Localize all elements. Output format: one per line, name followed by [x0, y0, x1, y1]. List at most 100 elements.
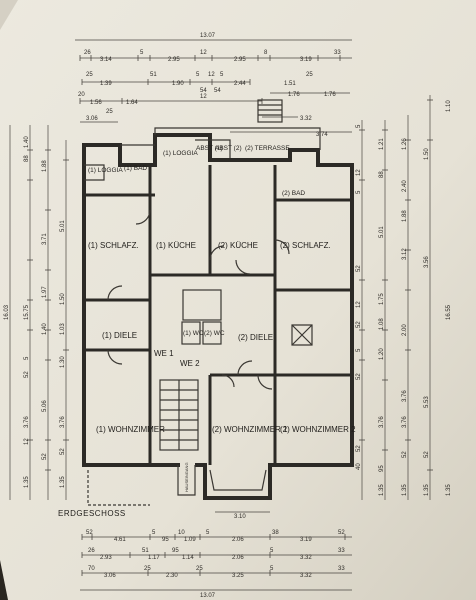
- room-label-wohnzimmer-2b: (2) WOHNZIMMER 2: [280, 425, 356, 434]
- top-dimension-text: 13.07 26 3.14 5 2.95 12 2.95 8 3.19 33 2…: [78, 33, 341, 138]
- top-row1-dim: 5: [140, 50, 144, 56]
- right-b-dim: 88: [379, 171, 385, 178]
- left-dimension-text: 16.03 1.40 88 1.88 5.01 3.71 1.97 1.50 1…: [4, 136, 66, 488]
- left-b-dim: 3.71: [42, 233, 48, 245]
- top-row4-dim: 3.06: [86, 116, 98, 122]
- top-total-dim: 13.07: [200, 33, 216, 39]
- bottom-dimension-lines: [80, 511, 352, 591]
- bottom-row1-dim: 1.09: [184, 537, 196, 543]
- room-label-bad-1: (1) BAD: [124, 165, 147, 172]
- top-row1-dim: 3.19: [300, 57, 312, 63]
- left-c-dim: 5: [24, 356, 30, 360]
- right-a-dim: 5: [356, 190, 362, 194]
- room-label-wohnzimmer-2a: (2) WOHNZIMMER 1: [212, 425, 288, 434]
- top-row2-dim: 51: [150, 72, 157, 78]
- left-b-dim: 5.01: [60, 220, 66, 232]
- bottom-row2-dim: 95: [172, 548, 179, 554]
- room-label-abst-1: ABST (1): [196, 145, 223, 152]
- bottom-row1-dim: 95: [162, 537, 169, 543]
- building-walls: [82, 99, 354, 506]
- right-a-dim: 52: [424, 451, 430, 458]
- paper-shadow: [0, 0, 18, 30]
- top-row2-dim: 5: [196, 72, 200, 78]
- left-a-dim: 16.03: [4, 304, 10, 320]
- room-label-schlafz-2: (2) SCHLAFZ.: [280, 241, 331, 250]
- top-row2-dim: 25: [306, 72, 313, 78]
- left-b-dim: 52: [60, 448, 66, 455]
- left-c-dim: 3.76: [24, 416, 30, 428]
- left-b-dim: 1.35: [60, 476, 66, 488]
- room-label-wc-1: (1) WC: [183, 330, 204, 337]
- bottom-row3-dim: 70: [88, 566, 95, 572]
- right-c-dim: 3.56: [424, 256, 430, 268]
- right-b-dim: 1.35: [379, 484, 385, 496]
- bottom-row1-dim: 5: [206, 530, 210, 536]
- top-row2-dim: 12: [208, 72, 215, 78]
- top-row3-dim: 1.76: [324, 92, 336, 98]
- right-c-dim: 1.88: [402, 210, 408, 222]
- top-row1-dim: 33: [334, 50, 341, 56]
- bottom-row1-dim: 4.61: [114, 537, 126, 543]
- room-labels: (1) LOGGIA (1) BAD (1) LOGGIA ABST (1) A…: [88, 145, 356, 434]
- right-a-dim: 5: [356, 124, 362, 128]
- bottom-row2-dim: 2.93: [100, 555, 112, 561]
- left-c-dim: 5.06: [42, 400, 48, 412]
- entrance-label: HAUSEINGANG: [184, 462, 189, 492]
- right-b-dim: 95: [379, 465, 385, 472]
- room-label-kueche-1: (1) KÜCHE: [156, 241, 196, 250]
- top-row1-dim: 12: [200, 50, 207, 56]
- bottom-row3-dim: 25: [196, 566, 203, 572]
- bottom-row3-dim: 5: [270, 566, 274, 572]
- left-c-dim: 12: [24, 438, 30, 445]
- room-label-wc-2: (2) WC: [204, 330, 225, 337]
- top-row4-dim: 25: [106, 109, 113, 115]
- right-a-dim: 52: [356, 445, 362, 452]
- bottom-row1-dim: 38: [272, 530, 279, 536]
- bottom-row2-dim: 51: [142, 548, 149, 554]
- top-row1-dim: 3.14: [100, 57, 112, 63]
- bottom-row1-dim: 10: [178, 530, 185, 536]
- top-row2b-dim: 54: [200, 88, 207, 94]
- bottom-row2-dim: 26: [88, 548, 95, 554]
- top-row4-dim: 3.74: [316, 132, 328, 138]
- room-label-terrasse-2: (2) TERRASSE: [245, 145, 290, 152]
- left-b-dim: 88: [24, 155, 30, 162]
- left-b-dim: 1.50: [60, 293, 66, 305]
- right-c-dim: 2.40: [402, 180, 408, 192]
- left-c-dim: 52: [24, 371, 30, 378]
- bottom-row3-dim: 33: [338, 566, 345, 572]
- room-label-we2: WE 2: [180, 359, 200, 368]
- left-b-dim: 1.03: [60, 323, 66, 335]
- right-a-dim: 52: [356, 321, 362, 328]
- left-dimension-lines: [9, 125, 69, 500]
- floor-title: ERDGESCHOSS: [58, 509, 126, 518]
- room-label-diele-2: (2) DIELE: [238, 333, 273, 342]
- right-a-dim: 40: [356, 463, 362, 470]
- bottom-row3-dim: 3.06: [104, 573, 116, 579]
- right-dimension-text: 5 12 5 52 12 52 5 52 52 40 52 52 1.21 88…: [356, 100, 452, 496]
- top-row2-dim: 5: [220, 72, 224, 78]
- right-a-dim: 52: [356, 265, 362, 272]
- room-label-wohnzimmer-1: (1) WOHNZIMMER: [96, 425, 165, 434]
- right-b-dim: 1.35: [402, 484, 408, 496]
- bottom-row2-dim: 1.17: [148, 555, 160, 561]
- right-a-dim: 52: [402, 451, 408, 458]
- right-c-dim: 3.12: [402, 248, 408, 260]
- top-row1-dim: 2.95: [168, 57, 180, 63]
- left-b-dim: 1.40: [24, 136, 30, 148]
- top-row2-dim: 1.51: [284, 81, 296, 87]
- bottom-dimension-text: 3.10 52 4.61 5 95 10 1.09 5 2.06 38 3.19…: [86, 514, 345, 599]
- right-c-dim: 5.53: [424, 396, 430, 408]
- right-c-dim: 1.35: [424, 484, 430, 496]
- left-b-dim: 3.76: [60, 416, 66, 428]
- top-row3-dim: 1.56: [90, 100, 102, 106]
- top-row3-dim: 20: [78, 92, 85, 98]
- left-c-dim: 1.35: [24, 476, 30, 488]
- right-d-dim: 1.10: [446, 100, 452, 112]
- bottom-row1-dim: 3.19: [300, 537, 312, 543]
- top-row4-dim: 3.32: [300, 116, 312, 122]
- top-row3-dim: 12: [200, 94, 207, 100]
- room-label-we1: WE 1: [154, 349, 174, 358]
- door-swings: [107, 209, 313, 390]
